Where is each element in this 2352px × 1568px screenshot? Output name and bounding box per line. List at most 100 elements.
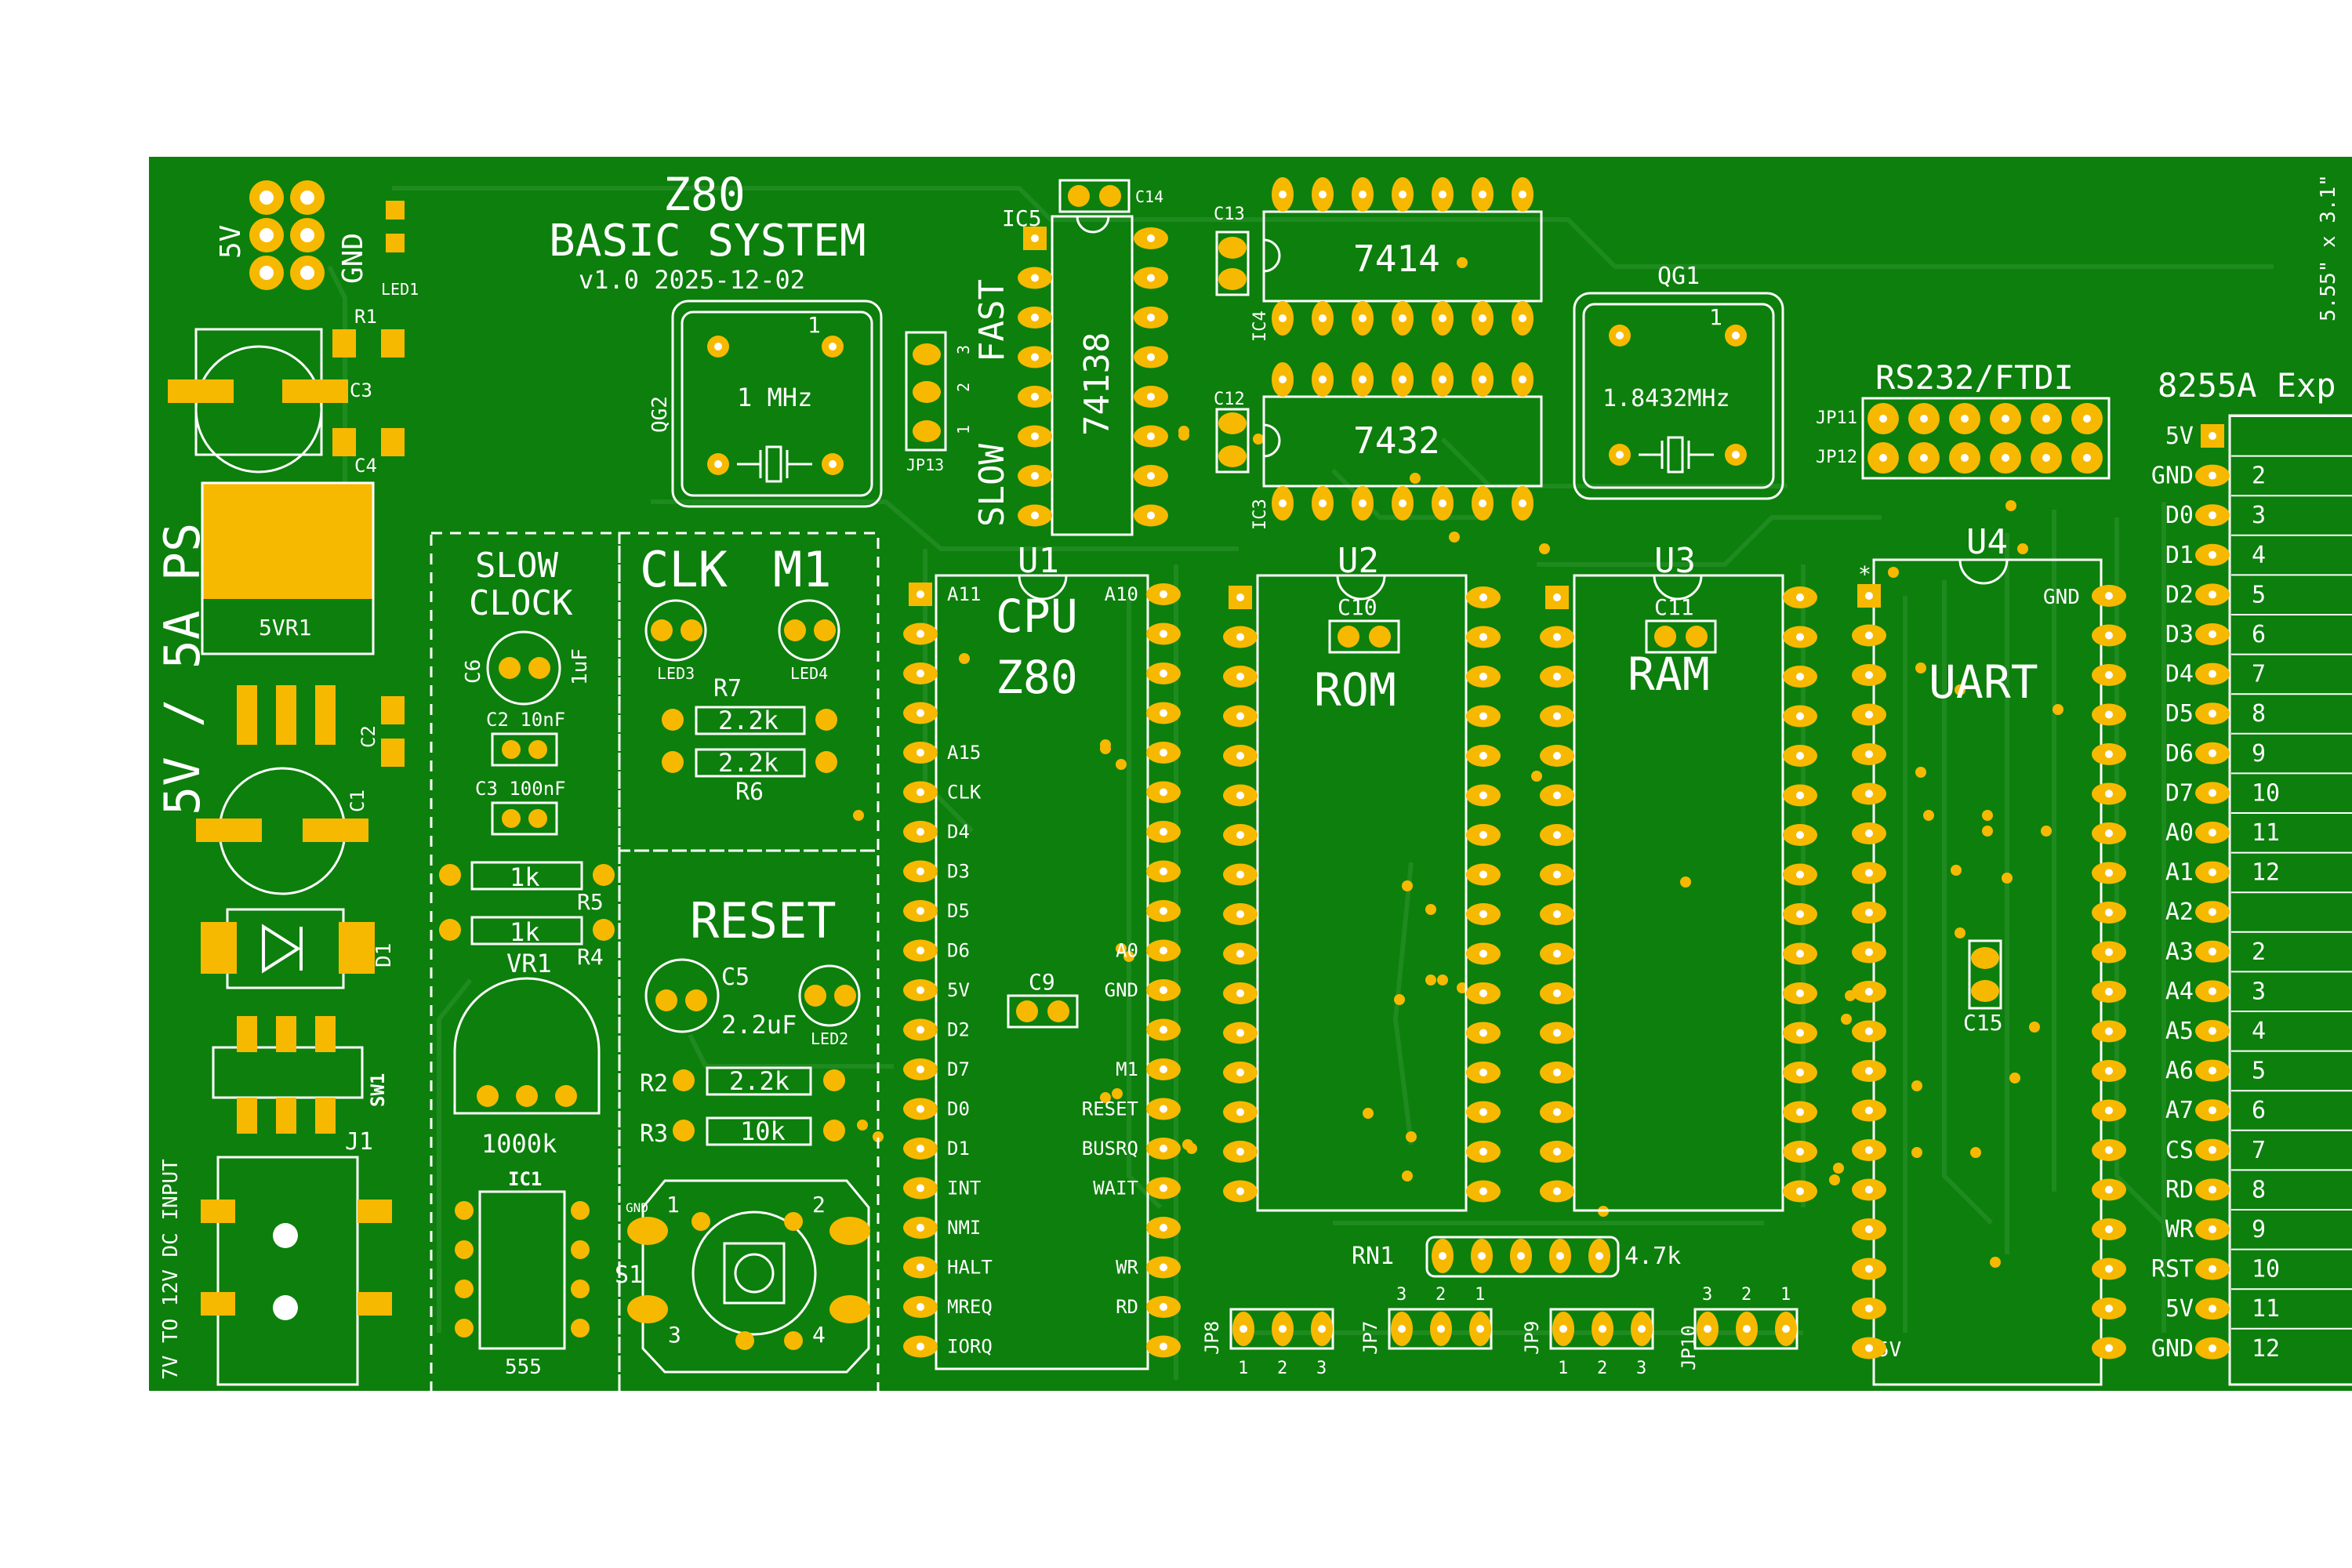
- svg-text:C9: C9: [1029, 969, 1055, 995]
- pad-hole: [2209, 590, 2216, 599]
- pad-hole: [1553, 1069, 1561, 1076]
- ftdi-pins: [1867, 403, 2103, 474]
- r1-ref: R1: [354, 306, 377, 328]
- svg-text:1: 1: [666, 1192, 680, 1218]
- svg-text:1: 1: [954, 425, 973, 434]
- power-gnd-label: GND: [337, 233, 369, 284]
- jumper-jp13[interactable]: [905, 331, 947, 452]
- svg-text:C13: C13: [1214, 205, 1245, 224]
- svg-text:1: 1: [808, 312, 821, 338]
- clk-m1-area: [618, 532, 880, 852]
- exp-pin-label: GND: [2151, 1335, 2194, 1363]
- uart-pins: [1852, 584, 2126, 1359]
- pad-hole: [1796, 712, 1804, 720]
- pad-hole: [1031, 353, 1039, 361]
- svg-text:QG1: QG1: [1657, 263, 1700, 290]
- svg-text:IC3: IC3: [1250, 499, 1270, 530]
- svg-text:2: 2: [954, 383, 973, 392]
- pad-hole: [1160, 709, 1167, 717]
- pad-hole: [2042, 454, 2050, 462]
- pad-hole: [2209, 1185, 2216, 1194]
- pad-hole: [1796, 1069, 1804, 1076]
- pad-hole: [1865, 1225, 1873, 1233]
- pad-hole: [1359, 191, 1367, 198]
- pad-hole: [1031, 314, 1039, 321]
- jumper-pin-number: 1: [1475, 1285, 1485, 1305]
- svg-text:LED2: LED2: [811, 1029, 848, 1048]
- pad-hole: [2209, 1145, 2216, 1154]
- pad-hole: [2105, 869, 2113, 877]
- exp-pin-label: A3: [2165, 938, 2194, 966]
- rom-u2: [1256, 574, 1468, 1212]
- pad-hole: [1279, 191, 1287, 198]
- pad-hole: [1961, 454, 1969, 462]
- c14-cap: [1058, 179, 1131, 213]
- rn1-pins: [1432, 1239, 1610, 1273]
- pad-hole: [1437, 1325, 1445, 1333]
- dc-jack-j1[interactable]: [216, 1156, 359, 1386]
- exp-pin-label: A6: [2165, 1058, 2194, 1085]
- svg-text:CPU: CPU: [996, 590, 1078, 643]
- led4: [778, 599, 840, 662]
- pad-hole: [2209, 1027, 2216, 1035]
- ic5-pins: [1018, 227, 1168, 527]
- pad-hole: [1236, 673, 1244, 681]
- cpu-pin-label: GND: [1105, 979, 1138, 1001]
- pad-hole: [1479, 673, 1487, 681]
- pad-hole: [1865, 710, 1873, 719]
- pad-hole: [1796, 752, 1804, 760]
- svg-text:1000k: 1000k: [481, 1129, 557, 1159]
- exp-pin-label: A1: [2165, 859, 2194, 887]
- exp-pin-number: 5: [2252, 581, 2266, 608]
- svg-text:3: 3: [668, 1322, 681, 1348]
- exp-pin-number: 5: [2252, 1058, 2266, 1085]
- pad-hole: [1160, 946, 1167, 955]
- svg-text:JP10: JP10: [1678, 1325, 1700, 1370]
- svg-text:R5: R5: [577, 889, 604, 915]
- pad-hole: [1479, 633, 1487, 641]
- pad-hole: [2105, 909, 2113, 916]
- power-header[interactable]: [249, 180, 325, 290]
- exp-pin-number: 11: [2252, 1295, 2280, 1323]
- c9-cap: [1007, 994, 1079, 1029]
- exp-pin-label: D6: [2165, 740, 2194, 768]
- ic1-555: [478, 1190, 566, 1350]
- reset-button-s1[interactable]: [627, 1179, 870, 1374]
- pad-hole: [2209, 1344, 2216, 1352]
- svg-text:C12: C12: [1214, 390, 1245, 409]
- pad-hole: [2209, 1225, 2216, 1233]
- pad-hole: [2105, 1067, 2113, 1075]
- pad-hole: [2209, 670, 2216, 678]
- led1-pad: [386, 201, 405, 220]
- vr1-ref: VR1: [506, 949, 552, 978]
- exp-pin-number: 3: [2252, 502, 2266, 529]
- ftdi-header[interactable]: [1861, 397, 2111, 480]
- pad-hole: [1865, 988, 1873, 996]
- cpu-pin-label: 5V: [947, 979, 970, 1001]
- pad-hole: [1399, 376, 1406, 383]
- oscillator-qg2: [671, 299, 883, 508]
- svg-text:R4: R4: [577, 944, 604, 970]
- pad-hole: [1160, 1224, 1167, 1232]
- potentiometer-vr1[interactable]: [453, 977, 601, 1115]
- svg-text:2.2k: 2.2k: [729, 1066, 789, 1096]
- pad-hole: [1865, 750, 1873, 758]
- dc-input-label: 7V TO 12V DC INPUT: [159, 1159, 183, 1380]
- pad-hole: [1704, 1325, 1711, 1333]
- exp-pin-number: 10: [2252, 779, 2280, 807]
- svg-text:GND: GND: [626, 1200, 648, 1215]
- pad-hole: [1961, 415, 1969, 423]
- pad-hole: [1476, 1325, 1484, 1333]
- svg-text:RN1: RN1: [1352, 1243, 1394, 1270]
- exp-pin-number: 2: [2252, 463, 2266, 490]
- c4-ref: C4: [354, 455, 377, 477]
- cpu-pin-label: A11: [947, 583, 981, 605]
- pad-hole: [2209, 432, 2216, 440]
- cpu-pin-label: A15: [947, 742, 981, 764]
- led2: [798, 964, 861, 1027]
- exp-pin-number: 11: [2252, 819, 2280, 847]
- c2-ref: C2: [358, 725, 379, 748]
- pad-hole: [1240, 1325, 1247, 1333]
- svg-text:555: 555: [505, 1356, 542, 1379]
